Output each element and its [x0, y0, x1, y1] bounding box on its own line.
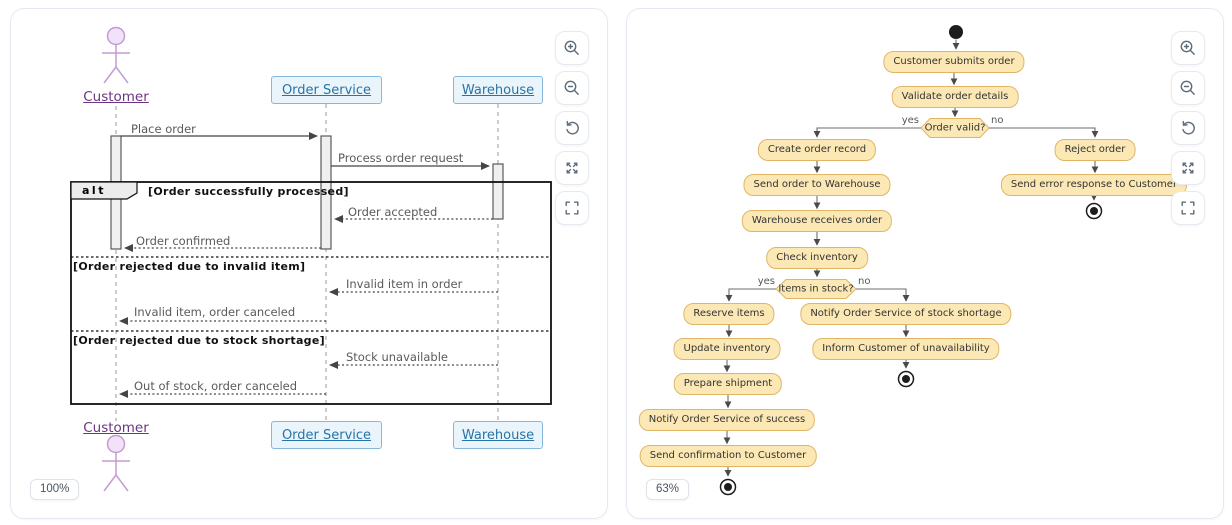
decision-shapes — [775, 118, 990, 299]
expand-button[interactable] — [1171, 151, 1205, 185]
reset-icon — [1182, 120, 1195, 135]
activity-node: Create order record — [757, 139, 877, 161]
zoom-in-icon — [564, 40, 579, 55]
participant-warehouse-top[interactable]: Warehouse — [453, 76, 543, 104]
alt-condition-2: [Order rejected due to invalid item] — [73, 260, 306, 273]
decision-items-in-stock: Items in stock? — [778, 283, 854, 295]
activity-node: Prepare shipment — [673, 373, 783, 395]
expand-icon — [566, 162, 578, 174]
activity-node: Inform Customer of unavailability — [812, 338, 1000, 360]
actor-label-top[interactable]: Customer — [83, 89, 149, 105]
fullscreen-button[interactable] — [1171, 191, 1205, 225]
end-node-stock-shortage — [897, 370, 915, 388]
sequence-diagram-panel: Customer Customer Order Service Warehous… — [10, 8, 608, 519]
lifelines — [115, 104, 499, 421]
message-place-order: Place order — [131, 122, 196, 136]
activity-node: Check inventory — [766, 247, 868, 269]
activity-node: Customer submits order — [883, 51, 1025, 73]
branch-label-yes: yes — [901, 115, 919, 126]
participant-warehouse-bottom[interactable]: Warehouse — [453, 421, 543, 449]
branch-label-no: no — [858, 276, 871, 287]
sequence-diagram-graphics — [70, 26, 552, 492]
activity-diagram-canvas[interactable]: Customer submits order Validate order de… — [627, 9, 1223, 518]
zoom-in-icon — [1180, 40, 1195, 55]
zoom-out-button[interactable] — [555, 71, 589, 105]
alt-condition-1: [Order successfully processed] — [148, 185, 349, 198]
message-invalid-item-canceled: Invalid item, order canceled — [134, 305, 296, 319]
activity-node: Notify Order Service of stock shortage — [800, 303, 1012, 325]
activity-diagram-graphics — [719, 25, 1103, 496]
activity-node: Reject order — [1054, 139, 1136, 161]
end-node-rejected — [1085, 202, 1103, 220]
message-stock-unavailable: Stock unavailable — [346, 350, 448, 364]
reset-icon — [566, 120, 579, 135]
expand-button[interactable] — [555, 151, 589, 185]
alt-operator-label: alt — [82, 184, 106, 197]
zoom-controls-right — [1171, 31, 1205, 225]
zoom-in-button[interactable] — [555, 31, 589, 65]
reset-view-button[interactable] — [555, 111, 589, 145]
actor-figure-bottom — [102, 434, 130, 492]
actor-label-bottom[interactable]: Customer — [83, 420, 149, 436]
start-node — [949, 25, 963, 39]
message-out-of-stock-canceled: Out of stock, order canceled — [134, 379, 298, 393]
zoom-out-button[interactable] — [1171, 71, 1205, 105]
zoom-in-button[interactable] — [1171, 31, 1205, 65]
message-order-confirmed: Order confirmed — [136, 234, 231, 248]
activity-node: Validate order details — [891, 86, 1019, 108]
zoom-controls-left — [555, 31, 589, 225]
activity-node: Reserve items — [683, 303, 775, 325]
fullscreen-icon — [1181, 201, 1195, 215]
activity-edges — [723, 39, 1099, 477]
activity-node: Send error response to Customer — [1000, 174, 1188, 196]
alt-condition-3: [Order rejected due to stock shortage] — [73, 334, 325, 347]
actor-figure-top — [102, 26, 130, 84]
participant-order-service-bottom[interactable]: Order Service — [271, 421, 382, 449]
participant-order-service-top[interactable]: Order Service — [271, 76, 382, 104]
branch-label-yes: yes — [757, 276, 775, 287]
branch-label-no: no — [991, 115, 1004, 126]
fullscreen-icon — [565, 201, 579, 215]
activity-node: Send confirmation to Customer — [639, 445, 817, 467]
alt-fragment-frame — [70, 181, 552, 405]
expand-icon — [1182, 162, 1194, 174]
end-node-main — [719, 478, 737, 496]
activity-node: Notify Order Service of success — [638, 409, 816, 431]
decision-order-valid: Order valid? — [924, 122, 986, 134]
zoom-out-icon — [564, 80, 579, 95]
sequence-diagram-canvas[interactable]: Customer Customer Order Service Warehous… — [11, 9, 607, 518]
activity-node: Warehouse receives order — [741, 210, 893, 232]
message-process-order-request: Process order request — [338, 151, 464, 165]
activity-node: Send order to Warehouse — [743, 174, 891, 196]
zoom-level-badge: 100% — [30, 479, 80, 500]
message-order-accepted: Order accepted — [348, 205, 438, 219]
activity-diagram-panel: Customer submits order Validate order de… — [626, 8, 1224, 519]
activity-node: Update inventory — [673, 338, 781, 360]
message-invalid-item-in-order: Invalid item in order — [346, 277, 463, 291]
fullscreen-button[interactable] — [555, 191, 589, 225]
zoom-out-icon — [1180, 80, 1195, 95]
reset-view-button[interactable] — [1171, 111, 1205, 145]
message-arrows — [119, 132, 498, 398]
zoom-level-badge: 63% — [646, 479, 690, 500]
